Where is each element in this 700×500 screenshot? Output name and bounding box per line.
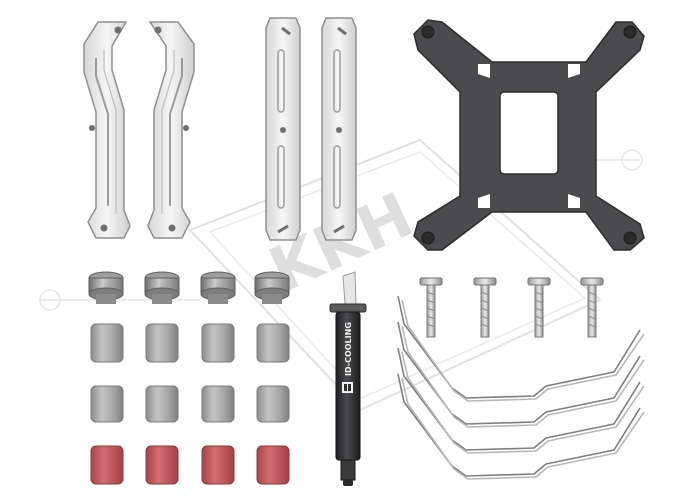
straight-bracket-right bbox=[321, 17, 357, 241]
standoff bbox=[256, 385, 290, 423]
standoff bbox=[145, 323, 179, 363]
screw bbox=[527, 277, 551, 338]
id-cooling-logo-icon bbox=[342, 382, 353, 393]
curved-bracket-left bbox=[83, 21, 131, 239]
standoff bbox=[256, 323, 290, 363]
rubber-pad bbox=[256, 445, 290, 485]
curved-bracket-right bbox=[147, 21, 195, 239]
thumb-nut bbox=[88, 271, 124, 304]
standoffs-small bbox=[90, 385, 290, 423]
wire-clip bbox=[397, 347, 645, 454]
screws bbox=[419, 277, 604, 338]
backplate bbox=[413, 19, 645, 251]
screw bbox=[419, 277, 443, 338]
wire-clip bbox=[397, 295, 645, 402]
syringe-brand-label: ID-COOLING bbox=[344, 322, 353, 376]
screw bbox=[473, 277, 497, 338]
rubber-pad bbox=[145, 445, 179, 485]
standoff bbox=[145, 385, 179, 423]
rubber-pads bbox=[90, 445, 290, 485]
standoff bbox=[90, 385, 124, 423]
wire-clip bbox=[397, 321, 645, 428]
rubber-pad bbox=[201, 445, 235, 485]
rubber-pad bbox=[90, 445, 124, 485]
thumb-nut bbox=[144, 271, 180, 304]
thumb-nuts bbox=[88, 271, 290, 304]
standoffs-large bbox=[90, 323, 290, 363]
standoff bbox=[90, 323, 124, 363]
thumb-nut bbox=[254, 271, 290, 304]
standoff bbox=[201, 385, 235, 423]
wire-clip bbox=[397, 373, 645, 480]
thumb-nut bbox=[200, 271, 236, 304]
wire-clips bbox=[397, 295, 645, 480]
screw bbox=[580, 277, 604, 338]
straight-bracket-left bbox=[265, 17, 301, 241]
standoff bbox=[201, 323, 235, 363]
thermal-paste-syringe: ID-COOLING bbox=[329, 271, 367, 486]
